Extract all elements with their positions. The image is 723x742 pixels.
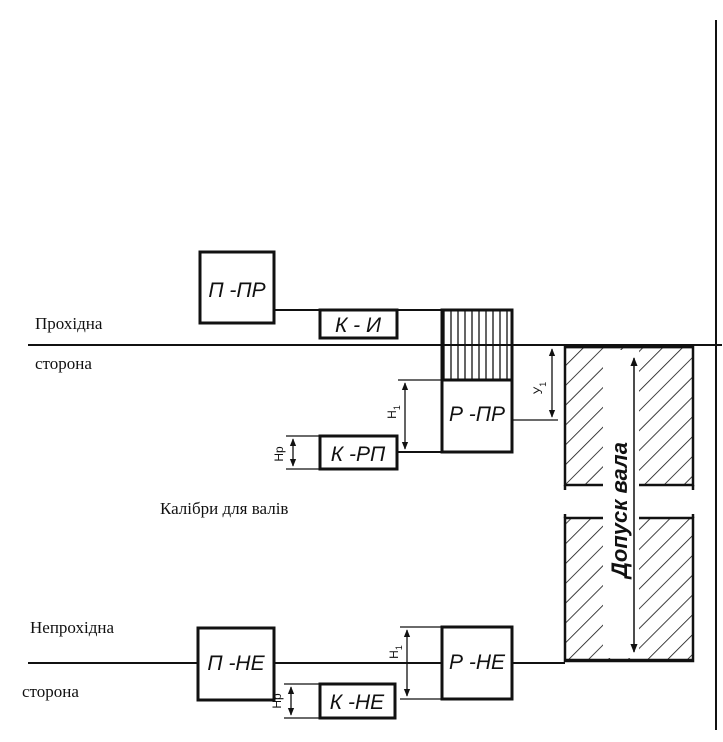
gauge-k-i-box: [318, 308, 399, 340]
y1-label: У1: [531, 382, 548, 395]
gauge-p-ne-label: П -НЕ: [207, 652, 265, 675]
shaft-tolerance-field: [560, 345, 700, 663]
gauge-r-ne-label: Р -НЕ: [449, 651, 506, 674]
gauge-r-ne-box: [440, 625, 514, 701]
gauge-r-pr-label: Р -ПР: [449, 403, 505, 426]
gauge-k-ne-box: [318, 682, 397, 720]
gauge-r-pr-box: [440, 378, 514, 454]
hp-bottom-label: Нр: [270, 693, 284, 709]
nogo-side-label-2: сторона: [22, 682, 79, 701]
wear-zone: [440, 308, 514, 382]
go-side-label-1: Прохідна: [35, 314, 103, 333]
gauge-k-rp-box: [318, 434, 399, 471]
shaft-tolerance-label: Допуск вала: [607, 442, 632, 580]
hp-top-label: Нр: [272, 446, 286, 462]
gauge-p-pr-box: [198, 250, 276, 325]
gauge-k-rp-label: К -РП: [331, 443, 386, 466]
gauge-k-ne-label: К -НЕ: [330, 691, 385, 714]
gauge-k-i-label: К - И: [335, 314, 382, 337]
gauge-p-pr-label: П -ПР: [208, 279, 265, 302]
nogo-side-label-1: Непрохідна: [30, 618, 114, 637]
gauge-p-ne-box: [196, 626, 276, 702]
h1-bottom-label: Н1: [387, 645, 404, 659]
h1-top-label: Н1: [385, 405, 402, 419]
go-side-label-2: сторона: [35, 354, 92, 373]
diagram-caption: Калібри для валів: [160, 499, 288, 518]
